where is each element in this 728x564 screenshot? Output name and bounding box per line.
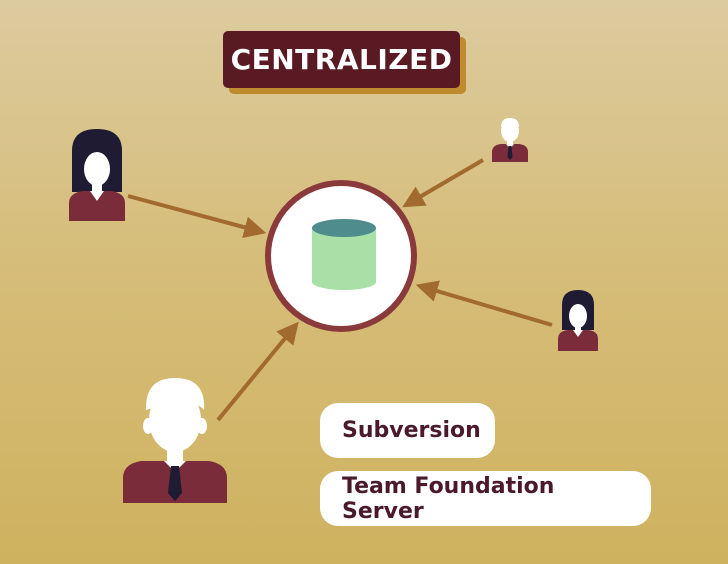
tool-label-text: Subversion xyxy=(342,418,481,443)
woman-user-icon xyxy=(558,290,598,351)
tool-label-subversion: Subversion xyxy=(320,403,495,458)
title-badge: CENTRALIZED xyxy=(223,31,466,94)
arrow-top-right xyxy=(402,158,485,208)
arrow-bottom-left xyxy=(216,321,299,422)
woman-user-icon xyxy=(69,129,125,221)
man-user-icon xyxy=(123,378,227,503)
man-user-icon xyxy=(492,118,528,162)
tool-label-text: Team Foundation Server xyxy=(342,473,555,524)
tool-label-team-foundation-server: Team Foundation Server xyxy=(320,471,651,526)
diagram-title: CENTRALIZED xyxy=(223,31,460,88)
central-repository xyxy=(265,180,417,332)
arrows xyxy=(127,158,553,422)
arrow-right xyxy=(415,280,553,327)
arrow-top-left xyxy=(127,194,267,239)
database-icon xyxy=(312,219,376,290)
